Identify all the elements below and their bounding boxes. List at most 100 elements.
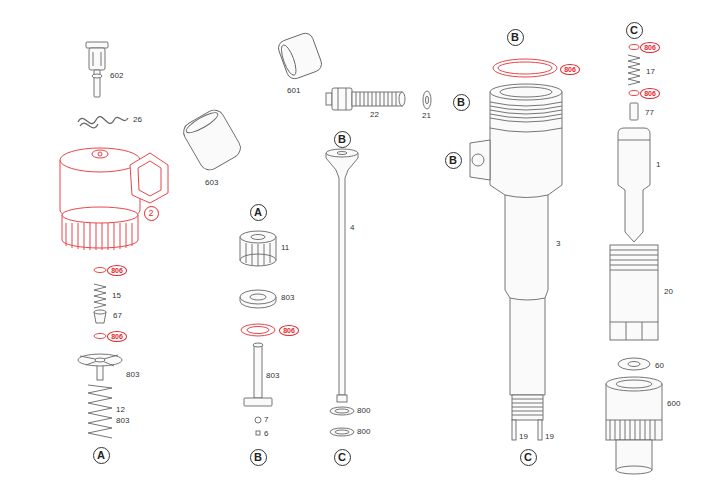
spring-part	[628, 55, 640, 85]
connector-part	[92, 74, 102, 78]
reference-letter: B	[334, 131, 351, 148]
mark-text: C	[338, 452, 346, 463]
nozzle-parts	[606, 103, 662, 474]
nozzle-parts	[606, 377, 662, 391]
inlet-connector	[326, 88, 431, 110]
cap-part	[180, 106, 244, 173]
valve-rod	[326, 149, 358, 157]
nozzle-parts	[628, 362, 640, 367]
solenoid-part	[130, 153, 168, 203]
callout-number: 11	[281, 244, 289, 252]
seal-ring	[498, 62, 552, 74]
seal-ring	[247, 327, 269, 334]
armature-parts	[240, 290, 276, 304]
spring-part	[88, 385, 112, 438]
callout-number: 1	[656, 161, 660, 169]
mark-text: B	[511, 32, 519, 43]
mark-text: B	[449, 155, 457, 166]
mark-text: B	[338, 134, 346, 145]
callout-number: 800	[357, 407, 370, 415]
seal-mark: 806	[640, 42, 661, 53]
reference-letter: B	[250, 449, 267, 466]
injector-body	[512, 420, 516, 440]
seal-mark: 806	[107, 331, 128, 342]
wire-clip	[78, 117, 128, 124]
callout-number: 20	[664, 288, 673, 296]
injector-body	[538, 420, 542, 440]
small-part	[78, 354, 122, 366]
solenoid-part	[66, 223, 132, 250]
connector-part	[86, 42, 108, 97]
callout-number: 19	[519, 433, 528, 441]
injector-body	[505, 195, 548, 300]
cap-part	[279, 43, 299, 76]
seal-mark: 806	[279, 325, 300, 336]
callout-number: 12	[116, 406, 125, 414]
reference-letter: C	[334, 449, 351, 466]
nozzle-parts	[616, 466, 652, 474]
valve-rod	[335, 430, 349, 434]
callout-number: 4	[350, 224, 354, 232]
mark-text: A	[254, 207, 262, 218]
injector-body	[490, 92, 562, 395]
mark-text: C	[630, 25, 638, 36]
valve-rod	[337, 395, 347, 402]
callout-number: 6	[264, 430, 268, 438]
mark-text: B	[254, 452, 262, 463]
callout-number: 602	[110, 72, 123, 80]
seal-ring	[94, 45, 639, 339]
seal-mark: 806	[560, 64, 581, 75]
connector-part	[93, 52, 94, 66]
injector-body	[470, 84, 562, 440]
mark-text: C	[524, 452, 532, 463]
mark-text: 806	[644, 44, 656, 51]
callout-number: 17	[646, 68, 655, 76]
inlet-connector	[346, 88, 347, 110]
callout-number: 22	[370, 111, 379, 119]
small-part	[94, 310, 106, 314]
cap-part	[276, 31, 324, 81]
callout-number: 26	[133, 116, 142, 124]
seal-ring	[94, 334, 106, 339]
valve-rod	[337, 152, 347, 155]
mark-text: 806	[111, 333, 123, 340]
reference-letter: B	[445, 152, 462, 169]
mark-text: 806	[644, 90, 656, 97]
nozzle-parts	[618, 128, 650, 242]
armature-parts	[250, 294, 266, 300]
valve-rod	[335, 409, 349, 413]
seal-mark: 806	[107, 265, 128, 276]
callout-number: 803	[281, 294, 294, 302]
nozzle-parts	[630, 103, 638, 120]
injector-body	[500, 87, 552, 97]
callout-number: 15	[112, 292, 121, 300]
nozzle-parts	[610, 245, 658, 340]
reference-letter: A	[93, 447, 110, 464]
inlet-connector	[426, 96, 429, 104]
callout-number: 600	[667, 400, 680, 408]
seal-ring	[94, 268, 106, 273]
valve-rod	[330, 428, 354, 436]
callout-marker: 2	[144, 206, 159, 221]
mark-text: A	[97, 450, 105, 461]
inlet-connector	[423, 91, 431, 109]
armature-parts	[251, 235, 265, 240]
seal-ring	[493, 59, 557, 77]
callout-number: 803	[116, 417, 129, 425]
callout-number: 7	[264, 416, 268, 424]
nozzle-parts	[618, 358, 650, 370]
valve-rod	[326, 153, 358, 395]
solenoid-part	[60, 148, 168, 250]
connector-part	[89, 48, 105, 70]
valve-rod	[326, 149, 358, 436]
nozzle-parts	[618, 140, 650, 141]
callout-number: 803	[126, 371, 139, 379]
inlet-connector	[332, 88, 352, 110]
wire-clip	[78, 117, 128, 128]
callout-number: 601	[287, 87, 300, 95]
armature-parts	[253, 343, 263, 347]
injector-body	[470, 140, 490, 180]
